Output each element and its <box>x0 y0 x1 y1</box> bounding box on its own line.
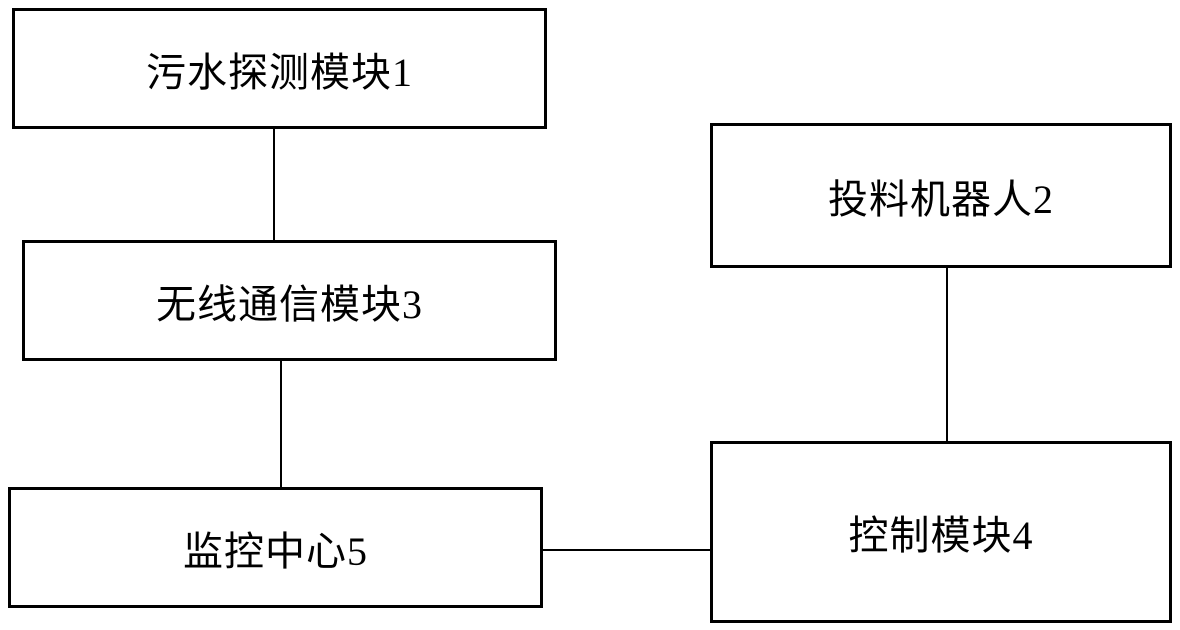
node-label: 污水探测模块1 <box>146 49 413 95</box>
node-label: 控制模块4 <box>848 513 1034 558</box>
node-wireless-communication-module: 无线通信模块3 <box>22 240 557 361</box>
node-sewage-detection-module: 污水探测模块1 <box>12 8 547 129</box>
node-feeding-robot: 投料机器人2 <box>710 123 1172 268</box>
node-label: 无线通信模块3 <box>156 281 423 327</box>
node-control-module: 控制模块4 <box>710 441 1172 623</box>
node-label: 投料机器人2 <box>828 176 1054 222</box>
node-label: 监控中心5 <box>183 528 368 574</box>
node-monitoring-center: 监控中心5 <box>8 487 543 608</box>
